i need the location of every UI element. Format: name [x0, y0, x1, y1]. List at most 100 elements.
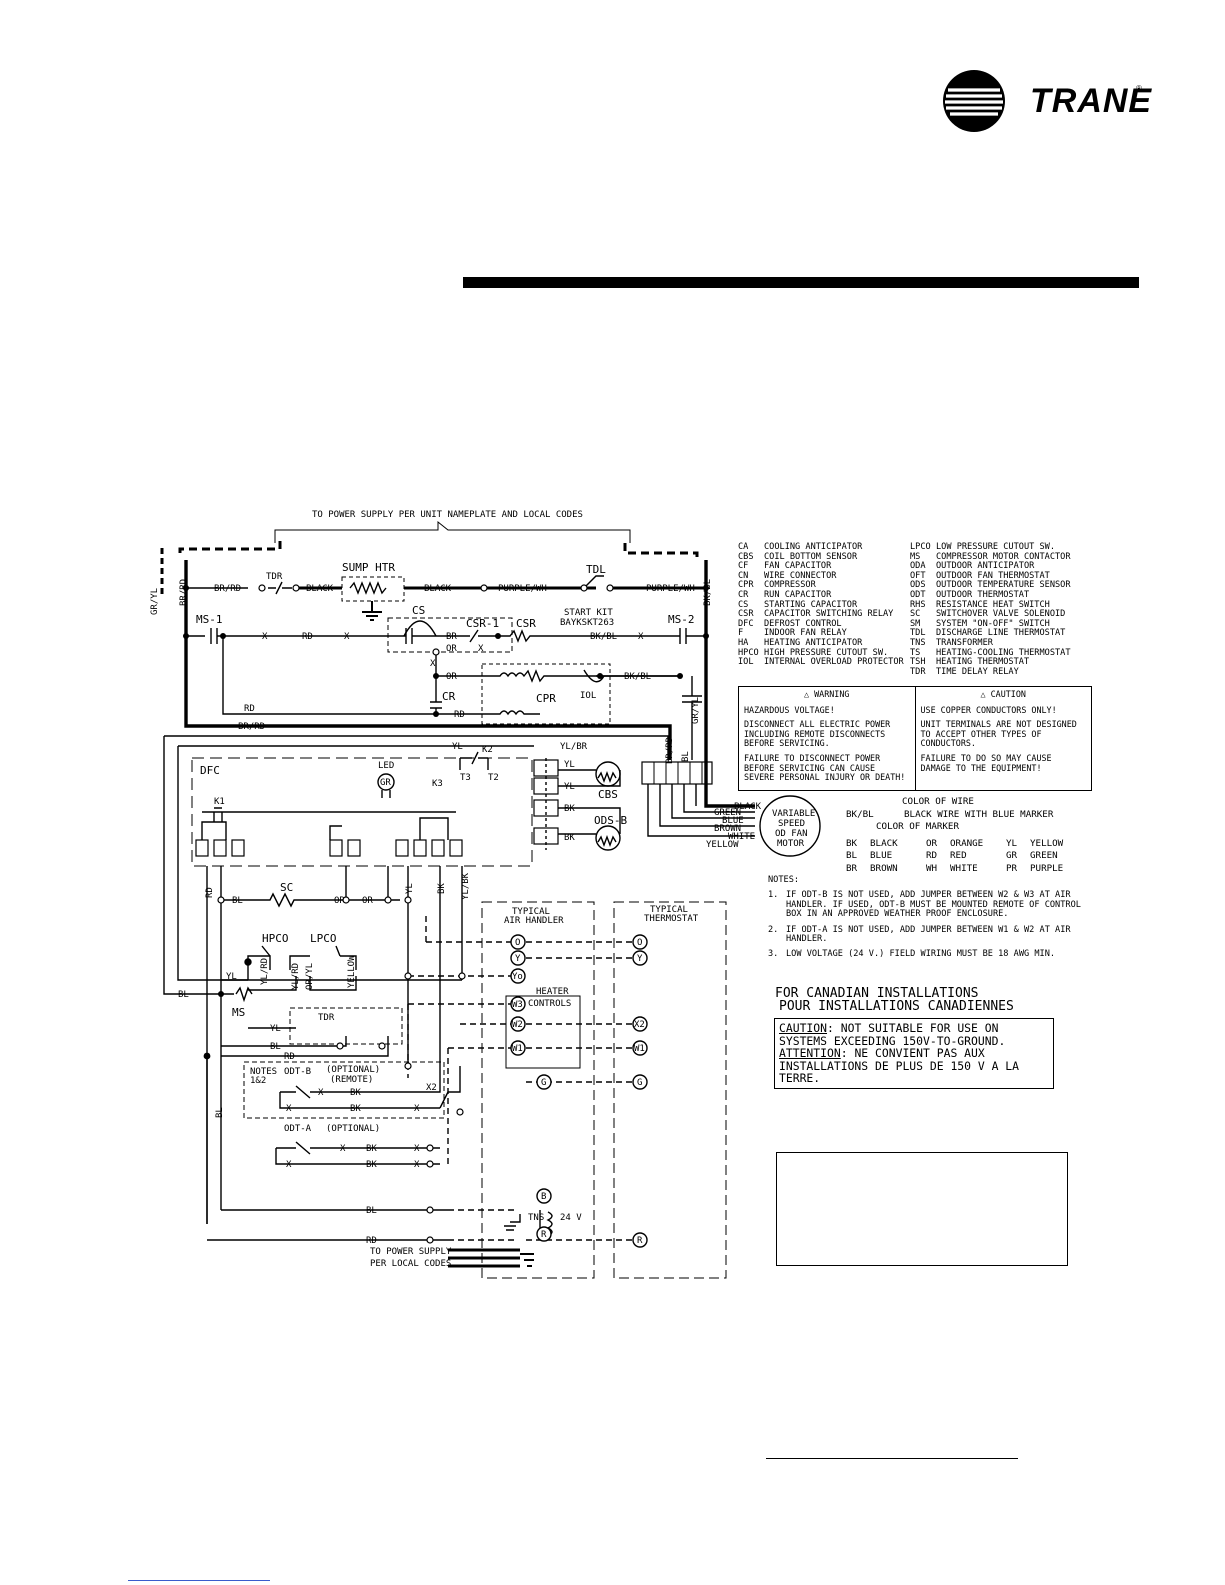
csr-label: CSR [516, 617, 536, 630]
caution-triangle-icon: △ [980, 689, 986, 699]
wire-br-1: BR [446, 632, 457, 642]
legend-abbr: RHS [910, 599, 926, 610]
note-number: 1. [768, 890, 779, 901]
warning-heading: △ WARNING [744, 689, 910, 700]
color-name: YELLOW [1030, 837, 1064, 849]
color-name: ORANGE [950, 837, 984, 849]
caution-panel: △ CAUTION USE COPPER CONDUCTORS ONLY! UN… [914, 687, 1092, 790]
wire-x-odta4: X [414, 1160, 420, 1170]
legend-desc: HEATING-COOLING THERMOSTAT [936, 647, 1071, 658]
legend-abbr: IOL [738, 657, 754, 668]
wire-rd-dfc: RD [205, 887, 215, 898]
wire-x-odtb1: X [318, 1088, 324, 1098]
legend-desc: WIRE CONNECTOR [764, 570, 837, 581]
legend-abbr: TSH [910, 657, 926, 668]
color-name: BROWN [870, 862, 898, 874]
terminal-g-ah: G [541, 1078, 546, 1088]
wire-t2: T2 [488, 773, 499, 783]
wire-gr-yl-plug: GR/YL [691, 697, 701, 724]
caution-line-1: USE COPPER CONDUCTORS ONLY! [920, 704, 1057, 715]
legend-abbr: TNS [910, 637, 926, 648]
wire-yellow-lpco: YELLOW [347, 955, 357, 988]
wire-yl-rd-2: YL/RD [291, 963, 301, 990]
wire-rd-1: RD [302, 632, 313, 642]
odt-b-label: ODT-B [284, 1067, 311, 1077]
legend-desc: HIGH PRESSURE CUTOUT SW. [764, 647, 889, 658]
legend-desc: RUN CAPACITOR [764, 589, 832, 600]
ods-b-label: ODS-B [594, 814, 627, 827]
wire-bk-bl-2: BK/BL [624, 672, 651, 682]
wire-yl-ms: YL [226, 972, 237, 982]
odt-b-remote: (REMOTE) [330, 1075, 373, 1085]
registered-mark: ® [1136, 84, 1142, 93]
k1-label: K1 [214, 797, 225, 807]
wire-or-yl: OR/YL [305, 963, 315, 990]
color-code: YL [1006, 837, 1018, 849]
wire-color-key: COLOR OF WIRE BK/BL BLACK WIRE WITH BLUE… [846, 796, 1086, 875]
wire-x-4: X [478, 644, 484, 654]
legend-abbr: LPCO [910, 542, 931, 552]
k2-label: K2 [482, 745, 493, 755]
canadian-attention-word: ATTENTION [779, 1046, 841, 1060]
legend-abbr: CN [738, 570, 749, 581]
legend-abbr: CR [738, 589, 749, 600]
odt-a-optional: (OPTIONAL) [326, 1124, 380, 1134]
hpco-label: HPCO [262, 932, 289, 945]
caution-line-2: UNIT TERMINALS ARE NOT DESIGNED TO ACCEP… [920, 719, 1077, 749]
canadian-title-fr: POUR INSTALLATIONS CANADIENNES [779, 999, 1014, 1014]
color-code: BK [846, 837, 858, 849]
terminal-r-th: R [637, 1236, 643, 1246]
color-code: BR [846, 862, 858, 874]
note-text: IF ODT-A IS NOT USED, ADD JUMPER BETWEEN… [786, 924, 1071, 945]
wire-bk-ods1: BK [564, 804, 575, 814]
color-name: GREEN [1030, 850, 1058, 861]
canadian-title-en: FOR CANADIAN INSTALLATIONS [775, 986, 979, 1001]
legend-entry: SC SWITCHOVER VALVE SOLENOID [910, 610, 1082, 620]
notes-list: 1.IF ODT-B IS NOT USED, ADD JUMPER BETWE… [768, 890, 1098, 960]
canadian-attention-text: : NE CONVIENT PAS AUX INSTALLATIONS DE P… [779, 1046, 1020, 1085]
wire-or-2: OR [446, 672, 457, 682]
color-of-marker-label: COLOR OF MARKER [876, 821, 959, 832]
color-example-desc: BLACK WIRE WITH BLUE MARKER [904, 808, 1054, 820]
color-name: BLUE [870, 850, 893, 861]
wire-bl-tdr: BL [270, 1042, 281, 1052]
warning-heading-text: WARNING [814, 689, 850, 699]
wire-bk-odtb2: BK [350, 1104, 361, 1114]
legend-abbr: CS [738, 599, 749, 610]
wire-bk-dfc: BK [437, 883, 447, 894]
warning-line-3: FAILURE TO DISCONNECT POWER BEFORE SERVI… [744, 752, 906, 783]
wire-br-rd-top: BR/RD [214, 584, 241, 594]
wire-bl-bottom: BL [366, 1206, 377, 1216]
wire-x-5: X [430, 659, 436, 669]
ms1-label: MS-1 [196, 613, 223, 626]
wire-yl-tdr: YL [270, 1024, 281, 1034]
ms2-label: MS-2 [668, 613, 695, 626]
signature-line [766, 1458, 1018, 1459]
wire-yl-top: YL [452, 742, 463, 752]
legend-desc: INDOOR FAN RELAY [764, 628, 847, 639]
legend-entry: CN WIRE CONNECTOR [738, 570, 910, 582]
led-label: LED [378, 761, 394, 771]
wire-yl-bk-dfc: YL/BK [461, 872, 471, 900]
legend-abbr: ODS [910, 580, 926, 591]
legend-desc: SWITCHOVER VALVE SOLENOID [936, 609, 1066, 620]
legend-abbr: SC [910, 609, 921, 620]
color-name: RED [950, 850, 967, 861]
typical-thermostat-line2: THERMOSTAT [644, 914, 699, 924]
legend-abbr: CSR [738, 609, 754, 620]
wire-yellow-motor: YELLOW [706, 840, 739, 850]
